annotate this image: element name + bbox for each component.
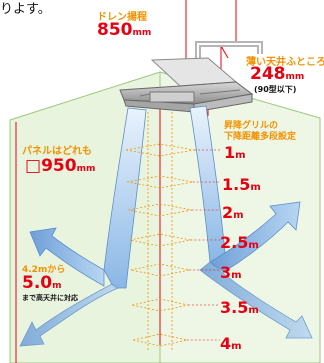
drain-label: ドレン揚程 xyxy=(97,12,147,23)
distance-unit: m xyxy=(233,210,244,221)
panel-prefix: □ xyxy=(25,156,42,176)
distance-value: 1.5 xyxy=(222,175,251,194)
distance-mark: 3m xyxy=(220,263,242,282)
air-conditioner-unit-icon xyxy=(119,57,254,113)
distance-value: 1 xyxy=(224,143,236,162)
distance-value: 2.5 xyxy=(220,233,249,252)
drain-value: 850 xyxy=(97,20,133,40)
ceiling-space-unit: mm xyxy=(285,72,305,82)
distance-value: 2 xyxy=(222,203,234,222)
ceiling-space-label: 薄い天井ふところ xyxy=(246,57,324,68)
distance-value: 3.5 xyxy=(220,298,249,317)
distance-unit: m xyxy=(250,182,261,193)
ceiling-space-value: 248 xyxy=(250,64,286,84)
grille-label-line1: 昇降グリルの xyxy=(224,121,279,131)
ceiling-space-value-group: 248mm xyxy=(250,64,304,84)
height-from: 4.2mから xyxy=(22,265,66,275)
distance-unit: m xyxy=(235,150,246,161)
distance-value: 4 xyxy=(220,334,232,353)
header-fragment: りよす。 xyxy=(0,2,51,17)
airflow-arrow-icon xyxy=(19,107,147,347)
distance-mark: 3.5m xyxy=(220,298,259,317)
panel-value: 950 xyxy=(41,156,77,176)
panel-value-group: □950mm xyxy=(25,156,95,176)
drain-unit: mm xyxy=(132,28,152,38)
drain-value-group: 850mm xyxy=(97,20,151,40)
height-note: まで高天井に対応 xyxy=(22,294,78,302)
distance-mark: 1m xyxy=(224,143,246,162)
distance-unit: m xyxy=(231,341,242,352)
duct-pipe-icon xyxy=(195,41,263,60)
distance-value: 3 xyxy=(220,263,232,282)
grille-label-line2: 下降距離多段設定 xyxy=(224,132,297,142)
distance-unit: m xyxy=(248,305,259,316)
distance-mark: 4m xyxy=(220,334,242,353)
panel-unit: mm xyxy=(76,164,96,174)
height-unit: m xyxy=(52,281,62,291)
ceiling-space-note: (90型以下) xyxy=(254,85,297,94)
panel-label: パネルはどれも xyxy=(22,146,92,157)
distance-mark: 1.5m xyxy=(222,175,261,194)
height-value: 5.0 xyxy=(22,273,53,293)
distance-unit: m xyxy=(248,240,259,251)
airflow-arrow-icon xyxy=(189,105,313,339)
height-value-group: 5.0m xyxy=(22,273,62,293)
distance-mark: 2m xyxy=(222,203,244,222)
distance-mark: 2.5m xyxy=(220,233,259,252)
grille-level-markers xyxy=(125,143,220,347)
distance-unit: m xyxy=(231,270,242,281)
